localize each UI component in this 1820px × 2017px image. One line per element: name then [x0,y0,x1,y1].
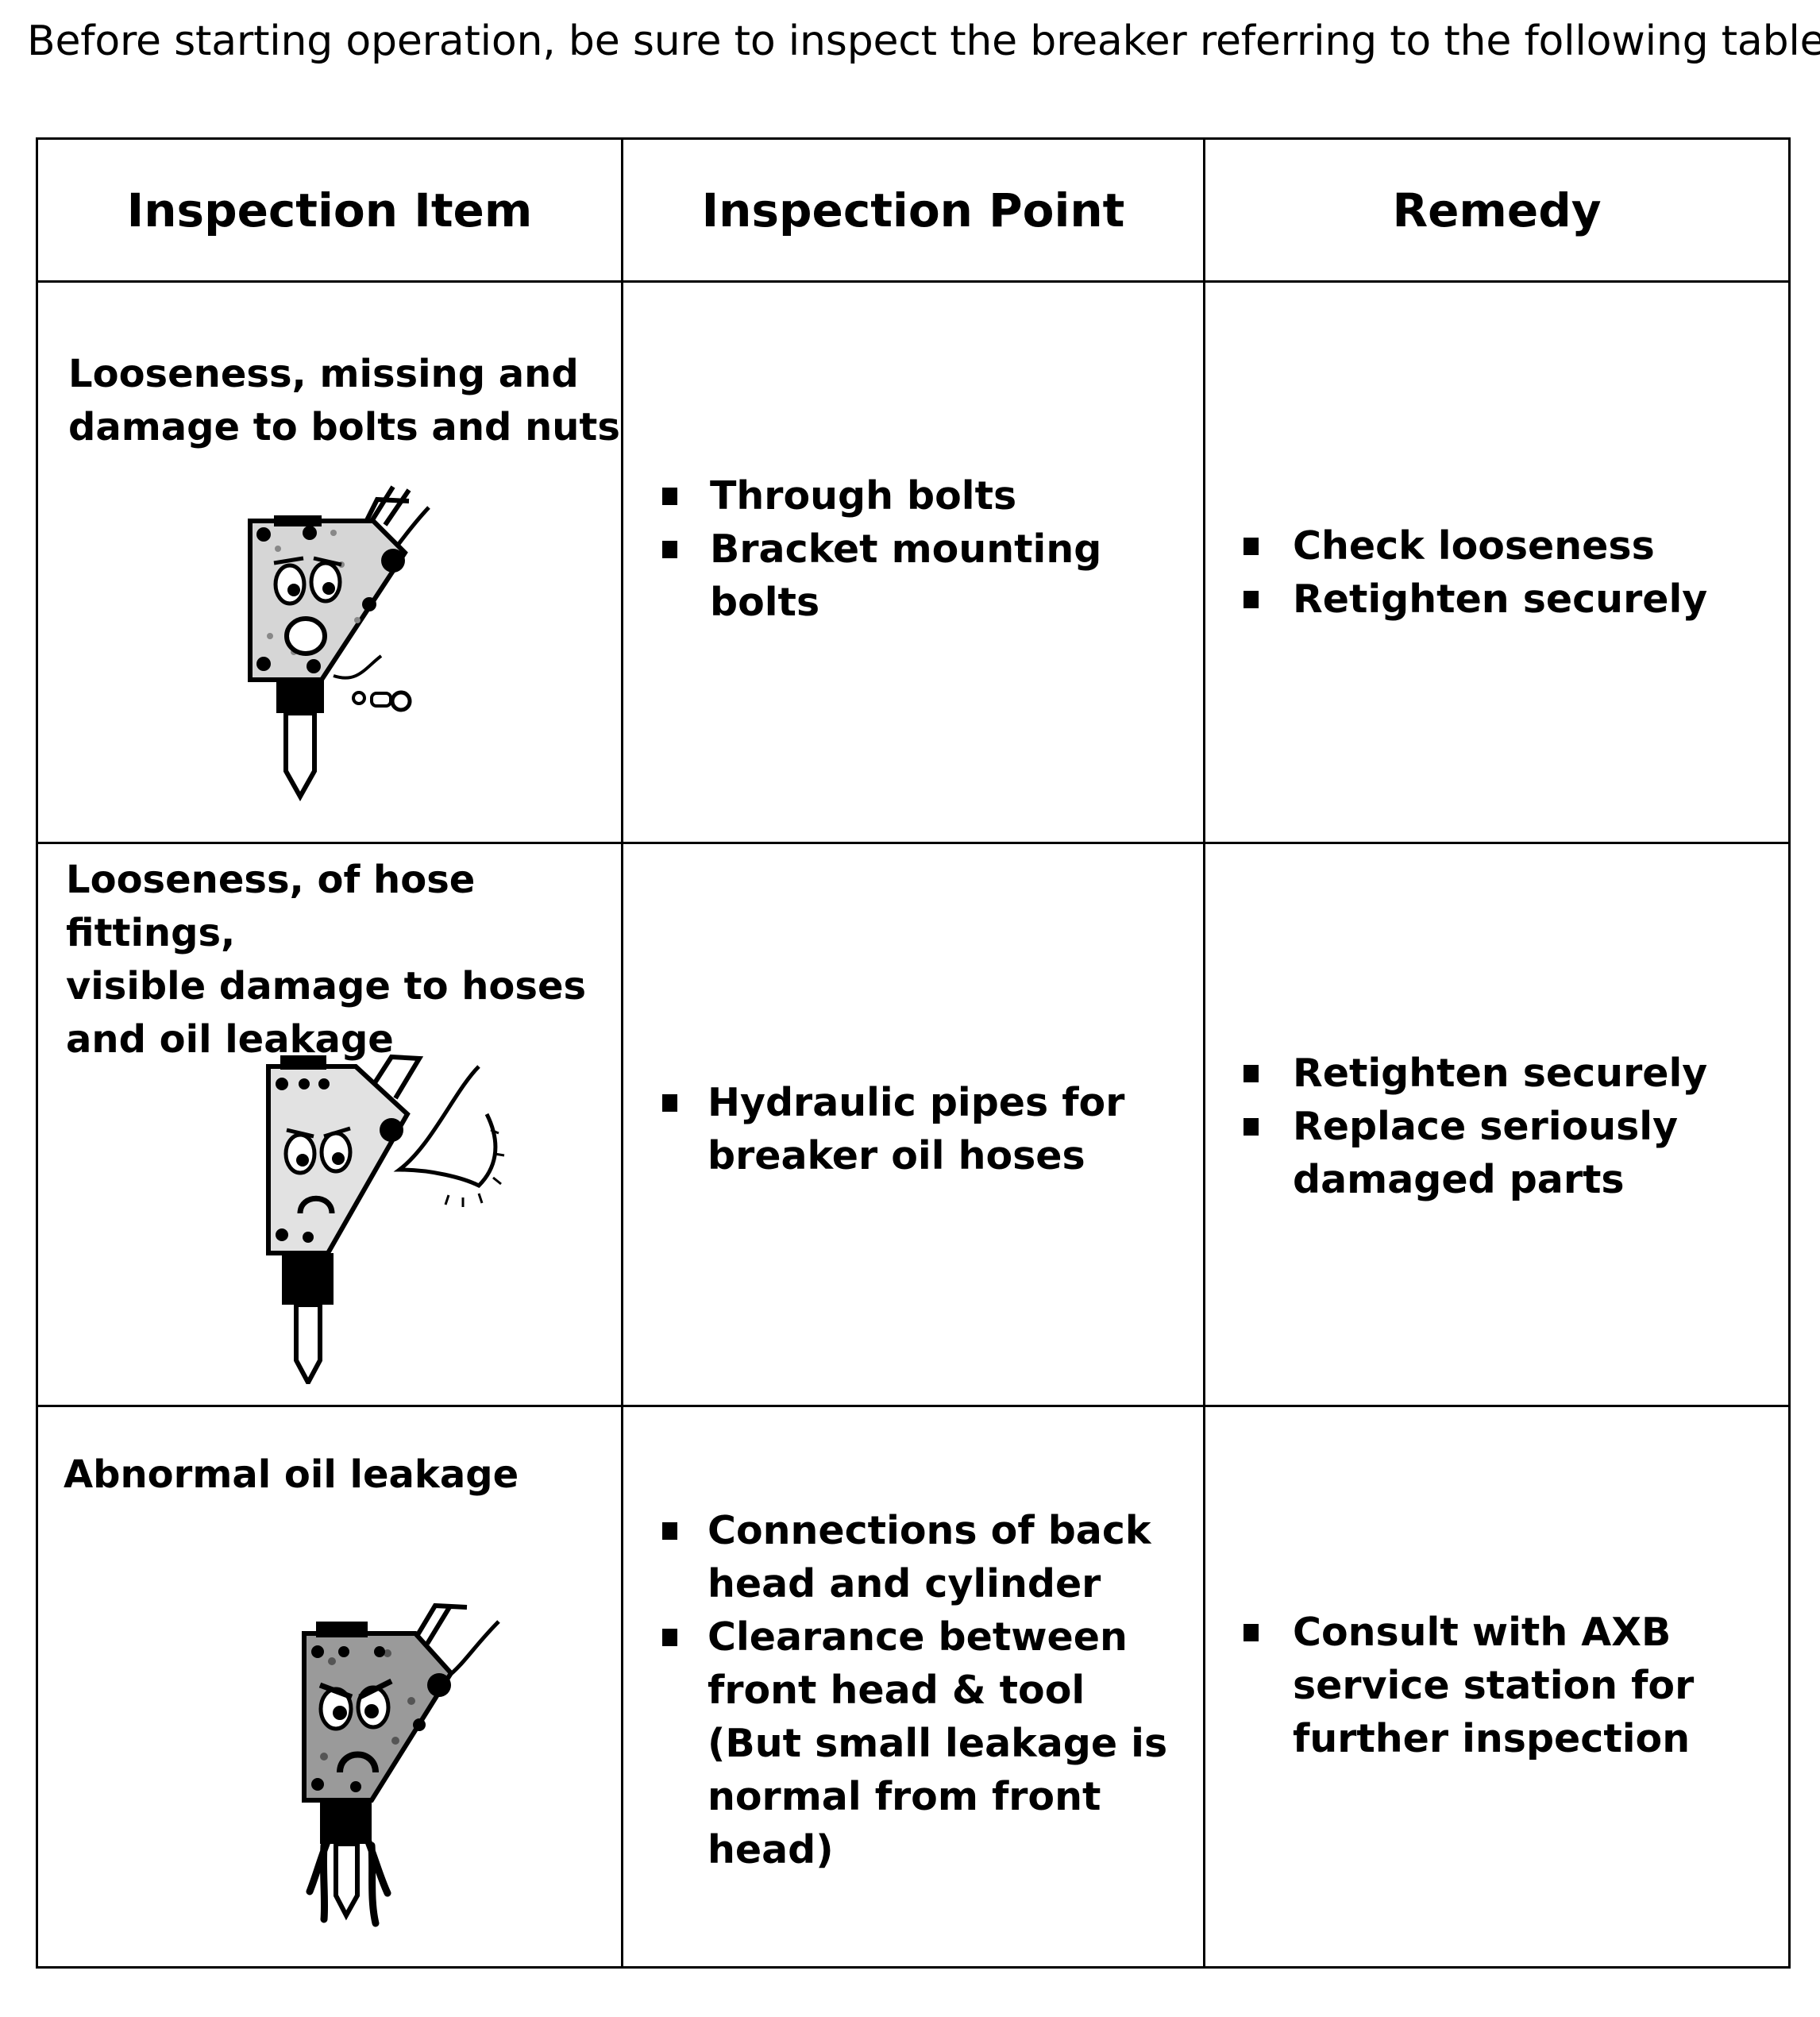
inspection-point-cell: Hydraulic pipes for breaker oil hoses [621,842,1205,1407]
bullet-square-icon [662,1094,677,1112]
remedy-list: Consult with AXB service station for fur… [1244,1606,1694,1765]
list-item: Through bolts [662,469,1101,523]
bullet-square-icon [1244,1118,1259,1136]
inspection-table: Inspection Item Inspection Point Remedy … [36,137,1791,1969]
angry-breaker-oil-leak-icon [302,1602,500,1927]
inspection-point-list: Hydraulic pipes for breaker oil hoses [662,1076,1124,1182]
table-header-row: Inspection Item Inspection Point Remedy [36,137,1791,283]
remedy-list: Retighten securely Replace seriously dam… [1244,1047,1707,1206]
inspection-item-text: Looseness, of hose fittings, visible dam… [66,858,587,1062]
inspection-item-text: Looseness, missing and damage to bolts a… [68,352,620,449]
list-item: Connections of back head and cylinder [662,1504,1167,1610]
bullet-square-icon [662,541,677,558]
inspection-item-cell: Looseness, missing and damage to bolts a… [36,280,623,844]
remedy-cell: Check looseness Retighten securely [1203,280,1791,844]
remedy-cell: Retighten securely Replace seriously dam… [1203,842,1791,1407]
bullet-square-icon [1244,538,1259,555]
inspection-point-cell: Connections of back head and cylinder Cl… [621,1405,1205,1969]
inspection-item-cell: Looseness, of hose fittings, visible dam… [36,842,623,1407]
table-row: Looseness, missing and damage to bolts a… [36,280,1791,844]
list-item: Retighten securely [1244,573,1707,626]
inspection-point-list: Through bolts Bracket mounting bolts [662,469,1101,629]
bullet-square-icon [1244,1624,1259,1641]
remedy-list: Check looseness Retighten securely [1244,519,1707,626]
inspection-point-list: Connections of back head and cylinder Cl… [662,1504,1167,1876]
list-item: Bracket mounting bolts [662,523,1101,629]
worried-breaker-loose-bolts-icon [248,485,430,802]
inspection-point-cell: Through bolts Bracket mounting bolts [621,280,1205,844]
table-row: Looseness, of hose fittings, visible dam… [36,842,1791,1407]
header-inspection-item: Inspection Item [36,137,623,283]
table-row: Abnormal oil leakage [36,1405,1791,1969]
bullet-square-icon [662,1629,677,1646]
worried-breaker-hose-leak-icon [266,1054,505,1384]
bullet-square-icon [1244,1065,1259,1082]
list-item: Check looseness [1244,519,1707,573]
inspection-item-cell: Abnormal oil leakage [36,1405,623,1969]
bullet-square-icon [662,1522,677,1540]
list-item: Retighten securely [1244,1047,1707,1100]
list-item: Clearance between front head & tool (But… [662,1610,1167,1876]
bullet-square-icon [662,488,677,505]
intro-text: Before starting operation, be sure to in… [27,17,1820,65]
list-item: Hydraulic pipes for breaker oil hoses [662,1076,1124,1182]
inspection-item-text: Abnormal oil leakage [64,1452,519,1497]
header-inspection-point: Inspection Point [621,137,1205,283]
header-remedy: Remedy [1203,137,1791,283]
list-item: Consult with AXB service station for fur… [1244,1606,1694,1765]
list-item: Replace seriously damaged parts [1244,1100,1707,1206]
bullet-square-icon [1244,591,1259,608]
remedy-cell: Consult with AXB service station for fur… [1203,1405,1791,1969]
